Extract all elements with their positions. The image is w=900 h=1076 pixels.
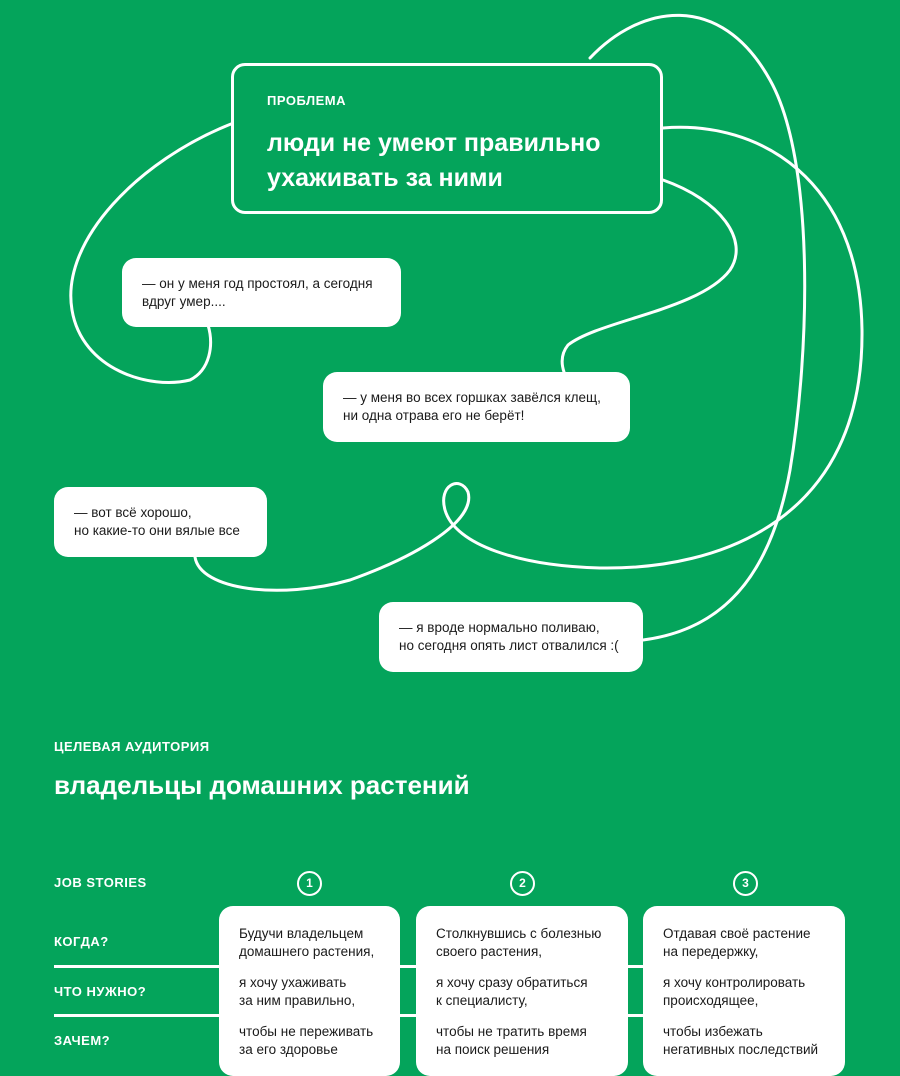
story-why: чтобы не тратить время на поиск решения [436, 1024, 587, 1057]
problem-text: люди не умеют правильно ухаживать за ним… [267, 129, 601, 192]
curve-problem-to-quote-2 [560, 178, 738, 374]
quote-bubble-3: — вот всё хорошо, но какие-то они вялые … [54, 487, 267, 557]
story-need: я хочу ухаживать за ним правильно, [239, 975, 356, 1008]
quote-text: — у меня во всех горшках завёлся клещ, н… [343, 390, 601, 423]
curve-loop-to-quote-4 [588, 13, 807, 642]
job-story-card-3: Отдавая своё растение на передержку, я х… [643, 906, 845, 1076]
audience-label: ЦЕЛЕВАЯ АУДИТОРИЯ [54, 739, 210, 754]
story-number-2: 2 [510, 871, 535, 896]
quote-text: — он у меня год простоял, а сегодня вдру… [142, 275, 373, 309]
job-story-card-2: Столкнувшись с болезнью своего растения,… [416, 906, 628, 1076]
quote-bubble-4: — я вроде нормально поливаю, но сегодня … [379, 602, 643, 672]
quote-bubble-1: — он у меня год простоял, а сегодня вдру… [122, 258, 401, 327]
story-when: Столкнувшись с болезнью своего растения, [436, 926, 602, 959]
story-when: Будучи владельцем домашнего растения, [239, 926, 375, 959]
job-story-card-1: Будучи владельцем домашнего растения, я … [219, 906, 400, 1076]
story-why: чтобы избежать негативных последствий [663, 1024, 819, 1057]
story-when: Отдавая своё растение на передержку, [663, 926, 811, 959]
audience-title: владельцы домашних растений [54, 770, 470, 800]
job-stories-label: JOB STORIES [54, 875, 147, 890]
story-why: чтобы не переживать за его здоровье [239, 1024, 374, 1057]
story-number-3: 3 [733, 871, 758, 896]
curve-loop-to-quote-3 [193, 125, 864, 592]
row-label-when: КОГДА? [54, 934, 109, 949]
story-number-1: 1 [297, 871, 322, 896]
quote-text: — вот всё хорошо, но какие-то они вялые … [74, 505, 240, 538]
quote-text: — я вроде нормально поливаю, но сегодня … [399, 620, 619, 653]
problem-box: ПРОБЛЕМА люди не умеют правильно ухажива… [231, 63, 663, 214]
quote-bubble-2: — у меня во всех горшках завёлся клещ, н… [323, 372, 630, 442]
story-need: я хочу контролировать происходящее, [663, 975, 806, 1008]
problem-label: ПРОБЛЕМА [267, 93, 346, 108]
row-label-why: ЗАЧЕМ? [54, 1033, 111, 1048]
story-need: я хочу сразу обратиться к специалисту, [436, 975, 588, 1008]
curve-problem-to-quote-1 [69, 122, 233, 384]
row-label-need: ЧТО НУЖНО? [54, 984, 147, 999]
